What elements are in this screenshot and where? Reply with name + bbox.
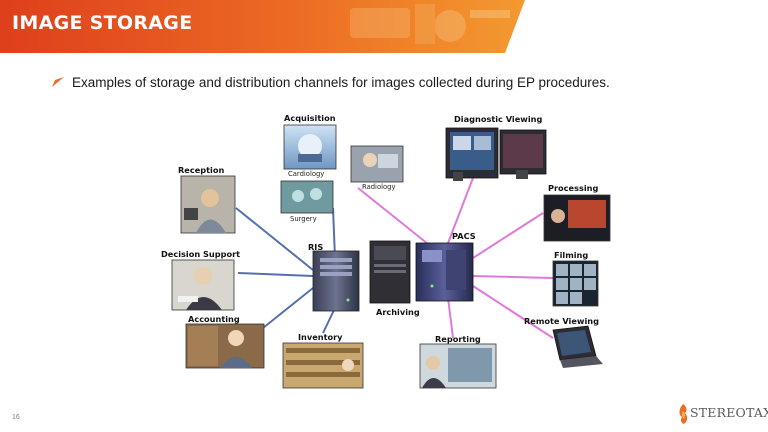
header-banner: IMAGE STORAGE xyxy=(0,0,768,53)
link-ris-acquisition xyxy=(332,207,336,259)
link-pacs-remote-viewing xyxy=(472,285,554,339)
inventory-label: Inventory xyxy=(298,332,343,342)
link-pacs-diagnostic-viewing xyxy=(447,177,474,244)
archiving-label: Archiving xyxy=(376,307,420,317)
ris-server xyxy=(312,250,360,312)
link-ris-decision-support xyxy=(237,272,314,277)
reception-photo xyxy=(180,175,236,234)
ris-label: RIS xyxy=(308,242,323,252)
processing-photo xyxy=(543,194,611,242)
pacs-label: PACS xyxy=(452,231,476,241)
bullet-text: Examples of storage and distribution cha… xyxy=(72,75,610,90)
surgery-label: Surgery xyxy=(290,215,317,223)
storage-distribution-diagram: RIS Archiving PACS Reception Decision Su… xyxy=(148,108,623,393)
filming-photo xyxy=(552,260,599,307)
reception-label: Reception xyxy=(178,165,224,175)
diagnostic-viewing-label: Diagnostic Viewing xyxy=(454,114,542,124)
archiving-server xyxy=(369,240,411,304)
page-title: IMAGE STORAGE xyxy=(12,12,193,34)
decision-support-label: Decision Support xyxy=(161,249,240,259)
cardiology-label: Cardiology xyxy=(288,170,324,178)
link-pacs-filming xyxy=(472,275,554,279)
page-number: 16 xyxy=(12,414,20,421)
surgery-photo xyxy=(280,180,334,214)
logo-text: STEREOTAXIS xyxy=(690,405,768,420)
pacs-server xyxy=(415,242,474,302)
radiology-photo xyxy=(350,145,404,183)
filming-label: Filming xyxy=(554,250,588,260)
remote-viewing-laptop xyxy=(552,325,603,368)
reporting-label: Reporting xyxy=(435,334,481,344)
link-ris-reception xyxy=(235,207,314,271)
reporting-photo xyxy=(419,343,497,389)
link-pacs-processing xyxy=(472,212,544,259)
banner-equipment-graphic xyxy=(350,4,510,44)
stereotaxis-logo: STEREOTAXIS xyxy=(676,403,768,425)
accounting-photo xyxy=(185,323,265,369)
processing-label: Processing xyxy=(548,183,598,193)
link-ris-inventory xyxy=(322,307,336,334)
pacs-links xyxy=(357,177,554,339)
acquisition-label: Acquisition xyxy=(284,113,336,123)
orange-arrow-bullet-icon xyxy=(52,77,64,87)
link-ris-accounting xyxy=(262,287,314,329)
remote-viewing-label: Remote Viewing xyxy=(524,316,599,326)
decision-support-photo xyxy=(171,259,235,311)
diagnostic-viewing-workstation xyxy=(445,127,547,181)
link-pacs-acquisition xyxy=(357,187,434,249)
radiology-label: Radiology xyxy=(362,183,395,191)
cardiology-photo xyxy=(283,124,337,170)
stereotaxis-flame-icon xyxy=(679,404,688,424)
ris-links xyxy=(235,207,336,334)
inventory-photo xyxy=(282,342,364,389)
accounting-label: Accounting xyxy=(188,314,240,324)
link-pacs-reporting xyxy=(447,297,454,339)
banner-background xyxy=(0,0,525,53)
